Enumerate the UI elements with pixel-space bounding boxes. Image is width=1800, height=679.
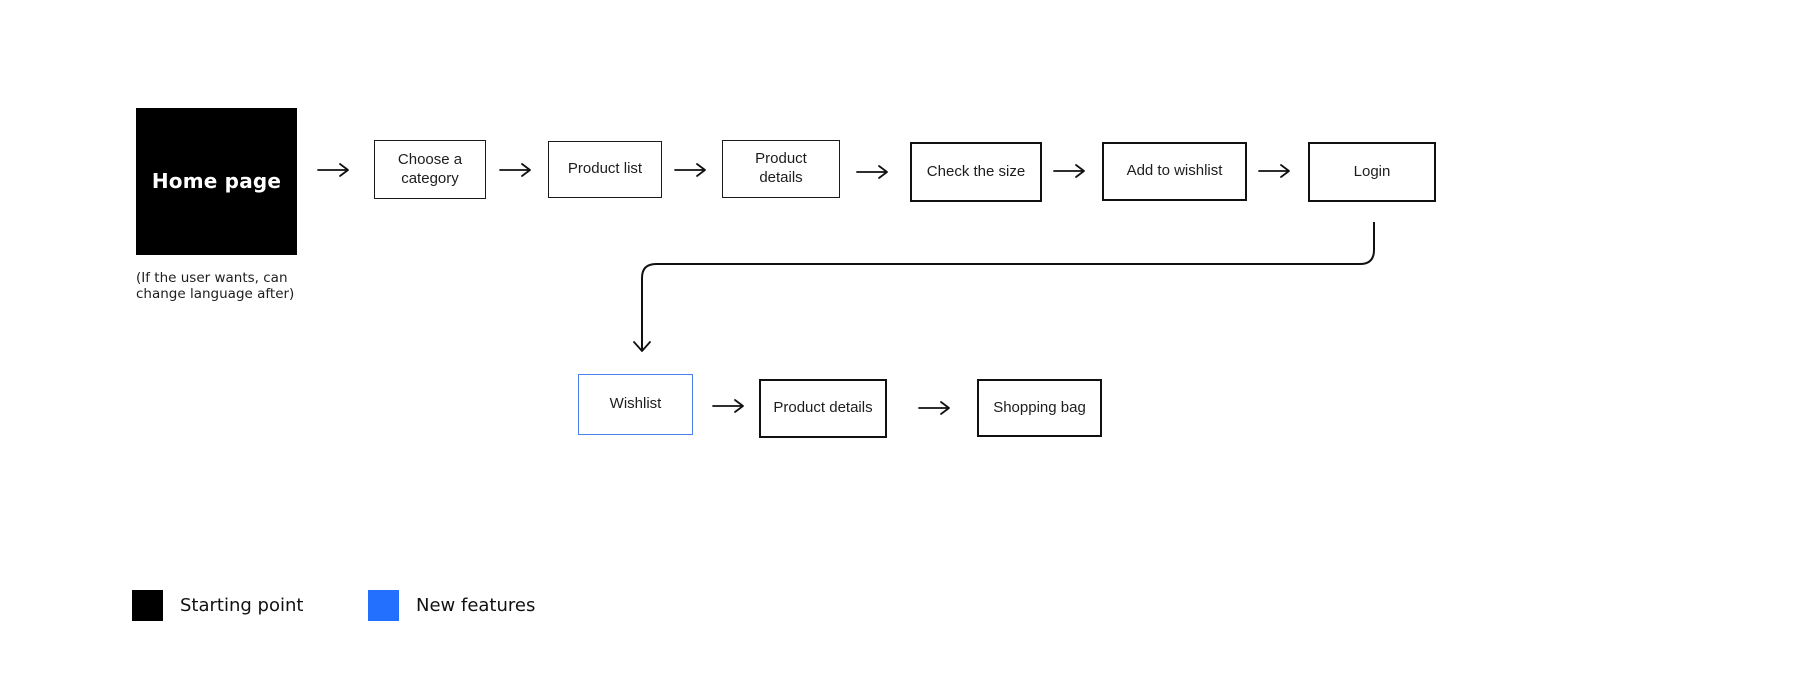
flow-node-shopping-bag[interactable]: Shopping bag (977, 379, 1102, 437)
starting-point-swatch (132, 590, 163, 621)
arrow-right-icon (1053, 164, 1085, 178)
flow-node-label: Home page (151, 169, 282, 193)
flow-node-label: Product list (567, 160, 643, 178)
flow-node-choose-category[interactable]: Choose a category (374, 140, 486, 199)
flow-node-label: Product details (773, 399, 873, 417)
flow-node-label: Wishlist (609, 395, 662, 413)
arrow-right-icon (317, 163, 349, 177)
flow-node-label: Product details (755, 150, 807, 186)
flow-node-check-the-size[interactable]: Check the size (910, 142, 1042, 202)
legend-label-starting-point: Starting point (180, 595, 304, 616)
arrow-right-icon (712, 399, 744, 413)
flow-node-label: Choose a category (397, 150, 463, 187)
arrow-right-icon (499, 163, 531, 177)
flow-node-wishlist[interactable]: Wishlist (578, 374, 693, 435)
legend-item-starting-point: Starting point (132, 590, 303, 621)
login-to-wishlist-connector-arrow (633, 222, 1375, 352)
flow-node-product-list[interactable]: Product list (548, 141, 662, 198)
arrow-right-icon (918, 401, 950, 415)
flow-node-label: Check the size (926, 162, 1026, 180)
legend-label-new-features: New features (416, 595, 536, 616)
arrow-right-icon (856, 165, 888, 179)
flow-node-add-to-wishlist[interactable]: Add to wishlist (1102, 142, 1247, 201)
flow-node-label: Shopping bag (993, 398, 1086, 416)
flow-node-product-details-2[interactable]: Product details (759, 379, 887, 438)
legend-item-new-features: New features (368, 590, 535, 621)
flow-node-product-details[interactable]: Product details (722, 140, 840, 198)
arrow-right-icon (674, 163, 706, 177)
flow-node-label: Login (1353, 162, 1391, 180)
flow-node-home-page[interactable]: Home page (136, 108, 297, 255)
new-features-swatch (368, 590, 399, 621)
flow-node-label: Add to wishlist (1126, 162, 1223, 180)
flow-node-login[interactable]: Login (1308, 142, 1436, 202)
home-page-caption: (If the user wants, can change language … (136, 270, 295, 303)
arrow-right-icon (1258, 164, 1290, 178)
